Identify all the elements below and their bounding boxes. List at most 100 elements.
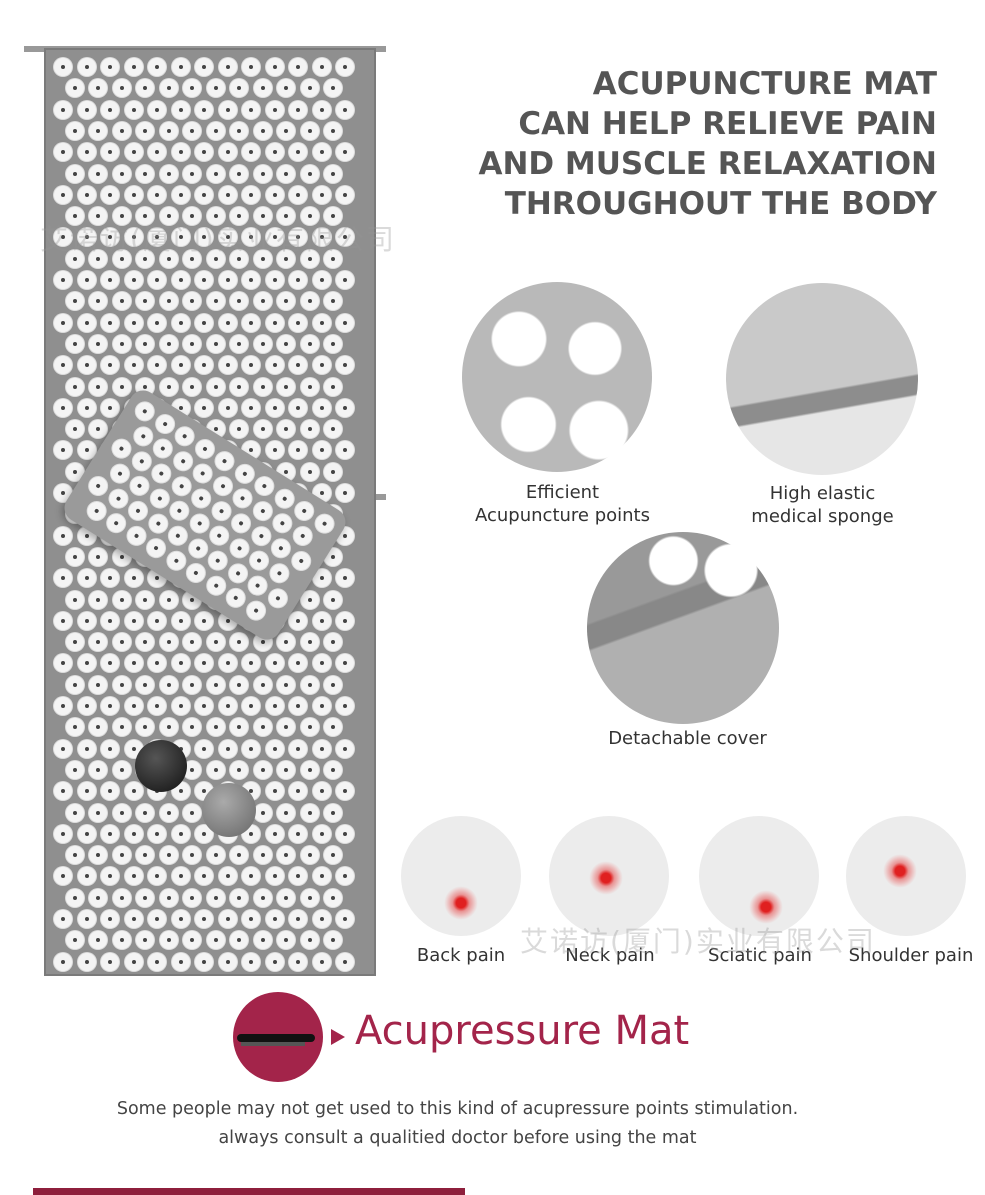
acupressure-spike: [289, 356, 307, 375]
acupressure-spike: [89, 79, 108, 98]
acupressure-spike: [230, 486, 256, 511]
acupressure-spike: [159, 334, 178, 353]
acupressure-spike: [206, 718, 225, 737]
acupressure-spike: [112, 207, 131, 226]
acupressure-spike: [265, 697, 284, 715]
acupressure-spike: [148, 952, 166, 971]
acupressure-spike: [218, 58, 237, 76]
acupressure-spike: [89, 121, 108, 140]
acupressure-spike: [159, 846, 178, 865]
acupressure-spike: [277, 207, 296, 226]
acupressure-spike: [190, 461, 216, 486]
acupressure-spike: [336, 398, 354, 417]
acupressure-spike: [265, 867, 284, 886]
acupressure-spike: [312, 228, 331, 247]
acupressure-spike: [148, 867, 166, 886]
acupressure-spike: [65, 292, 84, 311]
acupressure-spike: [136, 931, 155, 950]
acupressure-spike: [124, 143, 143, 162]
heading-line: AND MUSCLE RELAXATION: [478, 146, 937, 182]
acupressure-spike: [253, 931, 272, 950]
acupressure-spike: [312, 271, 331, 289]
acupressure-spike: [123, 523, 149, 549]
acupressure-spike: [101, 824, 119, 843]
acupressure-spike: [242, 654, 260, 673]
acupressure-spike: [289, 58, 307, 76]
acupressure-spike: [183, 164, 202, 183]
acupressure-spike: [183, 718, 202, 737]
acupressure-spike: [300, 164, 319, 183]
acupressure-spike: [242, 739, 260, 758]
acupressure-spike: [243, 598, 269, 623]
acupressure-spike: [127, 473, 153, 499]
acupressure-spike: [101, 611, 119, 630]
feature-label-line: High elastic: [769, 483, 876, 504]
acupressure-spike: [124, 100, 143, 119]
acupressure-spike: [124, 271, 143, 289]
acupressure-spike: [54, 611, 72, 630]
acupressure-spike: [124, 867, 143, 886]
acupressure-spike: [112, 888, 131, 907]
acupressure-spike: [183, 121, 202, 140]
acupressure-spike: [124, 569, 143, 588]
acupressure-spike: [168, 473, 194, 499]
acupressure-spike: [324, 334, 343, 353]
acupressure-spike: [159, 931, 178, 950]
acupressure-spike: [89, 760, 108, 779]
acupressure-spike: [124, 824, 143, 843]
acupressure-spike: [289, 441, 307, 460]
acupressure-spike: [242, 100, 260, 119]
acupressure-spike: [324, 377, 343, 396]
acupressure-spike: [253, 334, 272, 353]
acupressure-spike: [159, 207, 178, 226]
acupressure-spike: [77, 228, 96, 247]
acupressure-spike: [159, 675, 178, 694]
note-line: Some people may not get used to this kin…: [116, 1099, 799, 1119]
acupressure-spike: [271, 486, 297, 511]
acupressure-spike: [218, 100, 237, 119]
acupressure-spike: [253, 718, 272, 737]
acupressure-spike: [65, 164, 84, 183]
acupressure-spike: [54, 441, 72, 460]
acupressure-spike: [89, 675, 108, 694]
acupressure-spike: [218, 356, 237, 375]
acupressure-spike: [136, 207, 155, 226]
acupressure-spike: [183, 931, 202, 950]
acupressure-spike: [311, 511, 337, 536]
acupressure-spike: [324, 590, 343, 609]
acupressure-spike: [112, 846, 131, 865]
acupressure-spike: [147, 486, 173, 511]
acupressure-spike: [268, 535, 294, 561]
acupressure-spike: [300, 79, 319, 98]
acupressure-spike: [230, 121, 249, 140]
acupressure-spike: [289, 611, 307, 630]
acupressure-spike: [300, 462, 319, 481]
acupressure-spike: [145, 510, 171, 536]
acupressure-spike: [300, 803, 319, 822]
acupressure-spike: [300, 718, 319, 737]
acupressure-spike: [289, 910, 307, 928]
acupressure-spike: [136, 675, 155, 694]
acupressure-spike: [218, 910, 237, 928]
acupressure-spike: [195, 143, 213, 162]
acupressure-spike: [148, 271, 166, 289]
acupressure-spike: [136, 718, 155, 737]
acupressure-spike: [65, 590, 84, 609]
acupressure-spike: [112, 121, 131, 140]
acupressure-spike: [65, 377, 84, 396]
acupressure-spike: [206, 633, 225, 652]
acupressure-spike: [300, 888, 319, 907]
acupressure-spike: [324, 164, 343, 183]
acupressure-spike: [324, 420, 343, 439]
acupressure-spike: [336, 143, 354, 162]
acupressure-spike: [336, 356, 354, 375]
acupressure-spike: [324, 846, 343, 865]
acupressure-spike: [54, 697, 72, 715]
acupressure-spike: [101, 356, 119, 375]
acupressure-spike: [206, 249, 225, 268]
acupressure-spike: [112, 164, 131, 183]
acupressure-spike: [212, 448, 237, 474]
acupressure-spike: [159, 292, 178, 311]
acupressure-spike: [77, 739, 96, 758]
acupressure-spike: [312, 697, 331, 715]
